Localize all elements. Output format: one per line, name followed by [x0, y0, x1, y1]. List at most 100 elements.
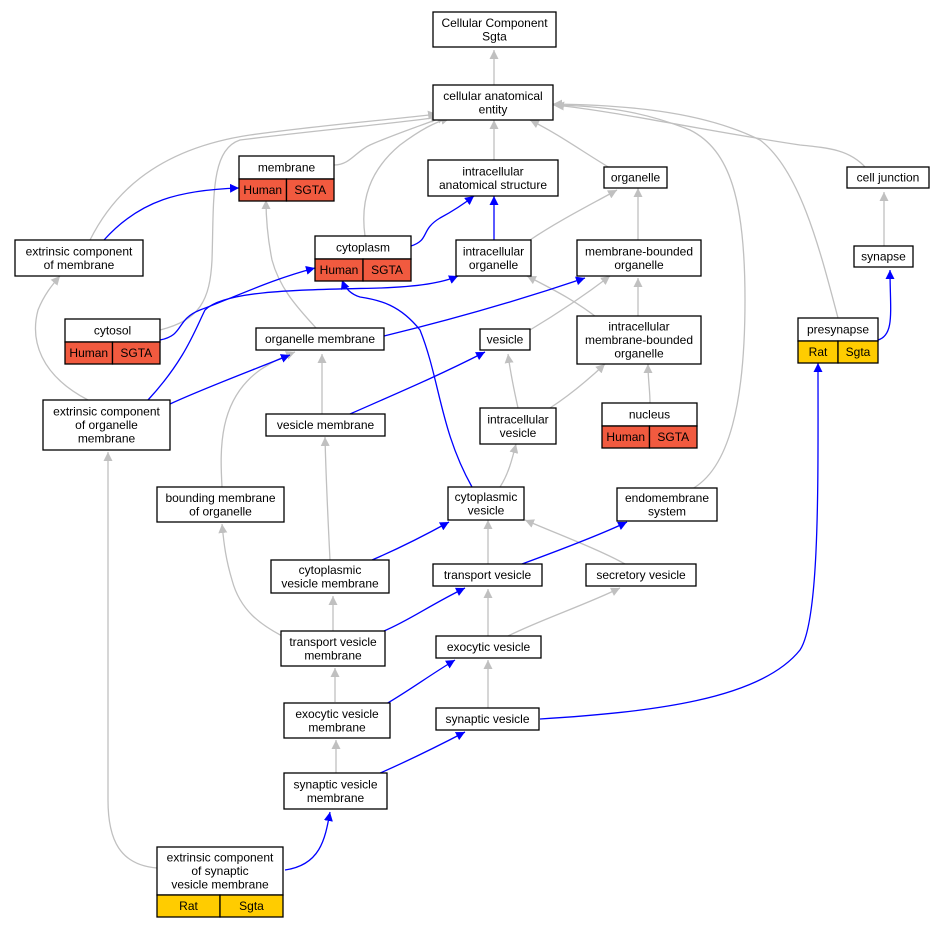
node-label-line: cytoplasm	[336, 241, 390, 255]
node-label-line: intracellular	[462, 164, 523, 178]
node-label-line: membrane	[304, 648, 362, 662]
node-label-line: membrane-bounded	[585, 244, 693, 258]
node-box	[283, 772, 388, 810]
node-box	[585, 563, 697, 587]
edge-ecsvm-partof-svm	[284, 811, 333, 871]
node-label-line: membrane-bounded	[585, 333, 693, 347]
node-vesicle[interactable]: vesicle	[479, 328, 531, 351]
edge-intraorg-to-organelle	[529, 189, 618, 241]
node-label-line: membrane	[307, 791, 365, 805]
node-label-line: cytoplasmic	[299, 563, 362, 577]
node-label-line: Sgta	[482, 29, 507, 43]
edge-ecsvm-to-ecom	[103, 452, 158, 869]
gene-symbol-cell	[837, 340, 879, 364]
node-label-line: membrane	[78, 432, 136, 446]
node-box	[432, 84, 554, 121]
species-label: Rat	[809, 345, 828, 359]
node-label-line: secretory vesicle	[596, 568, 686, 582]
edge-ems-to-cae	[552, 100, 746, 491]
node-box	[435, 635, 542, 659]
node-label-line: cell junction	[857, 171, 920, 185]
node-box	[435, 707, 540, 731]
node-label-line: of organelle	[75, 418, 138, 432]
node-vesmem[interactable]: vesicle membrane	[265, 413, 386, 437]
node-organelle[interactable]: organelle	[603, 166, 668, 189]
node-label-line: vesicle membrane	[171, 878, 269, 892]
gene-symbol-label: SGTA	[657, 430, 689, 444]
node-label-line: synaptic vesicle	[445, 712, 529, 726]
node-label-line: endomembrane	[625, 491, 709, 505]
node-celljunction[interactable]: cell junction	[846, 166, 930, 189]
edge-ecom-partof-intraorg	[147, 275, 459, 401]
edge-celljunction-to-cae	[554, 101, 867, 169]
node-label-line: vesicle	[468, 503, 505, 517]
node-label-line: vesicle	[500, 426, 537, 440]
node-label-line: nucleus	[629, 408, 670, 422]
node-label-line: cytoplasmic	[455, 490, 518, 504]
edge-cvm-to-vesmem	[320, 436, 331, 561]
species-label: Human	[69, 346, 108, 360]
node-label-line: organelle	[611, 171, 661, 185]
node-label-line: exocytic vesicle	[447, 640, 531, 654]
edge-cytosol-partof-cytoplasm	[159, 265, 316, 341]
node-label-line: extrinsic component	[167, 851, 274, 865]
node-label-line: system	[648, 504, 686, 518]
node-label-line: membrane	[258, 161, 316, 175]
node-label-line: synaptic vesicle	[293, 777, 377, 791]
node-label-line: of membrane	[44, 258, 115, 272]
edge-iv-to-imbo	[549, 363, 606, 409]
node-box	[427, 159, 559, 197]
node-box	[156, 846, 284, 896]
node-synapse[interactable]: synapse	[853, 245, 914, 268]
node-label-line: organelle	[614, 258, 664, 272]
species-label: Human	[606, 430, 645, 444]
edge-ecom-partof-orgmem	[169, 354, 291, 405]
node-orgmem[interactable]: organelle membrane	[255, 327, 385, 351]
gene-symbol-label: SGTA	[120, 346, 152, 360]
edge-cytosol-to-cae	[159, 113, 441, 331]
node-ev[interactable]: exocytic vesicle	[435, 635, 542, 659]
node-label-line: cellular anatomical	[443, 89, 542, 103]
node-synv[interactable]: synaptic vesicle	[435, 707, 540, 731]
edge-ecm-partof-membrane	[103, 183, 240, 241]
node-label-line: transport vesicle	[289, 635, 377, 649]
edge-cv-partof-cytoplasm	[340, 279, 473, 488]
node-box	[846, 166, 930, 189]
node-label-line: extrinsic component	[53, 405, 160, 419]
edge-tv-partof-ems	[521, 521, 628, 565]
edge-ev-to-sv	[507, 587, 621, 637]
node-label-line: vesicle membrane	[281, 576, 379, 590]
node-box	[853, 245, 914, 268]
edge-svm-partof-synv	[377, 731, 466, 775]
gene-symbol-label: SGTA	[294, 183, 326, 197]
node-tv[interactable]: transport vesicle	[432, 563, 543, 587]
gene-symbol-cell	[362, 258, 412, 282]
node-box	[42, 399, 171, 451]
node-sv[interactable]: secretory vesicle	[585, 563, 697, 587]
node-label-line: organelle	[614, 347, 664, 361]
node-label-line: transport vesicle	[444, 568, 532, 582]
node-label-line: entity	[479, 102, 508, 116]
